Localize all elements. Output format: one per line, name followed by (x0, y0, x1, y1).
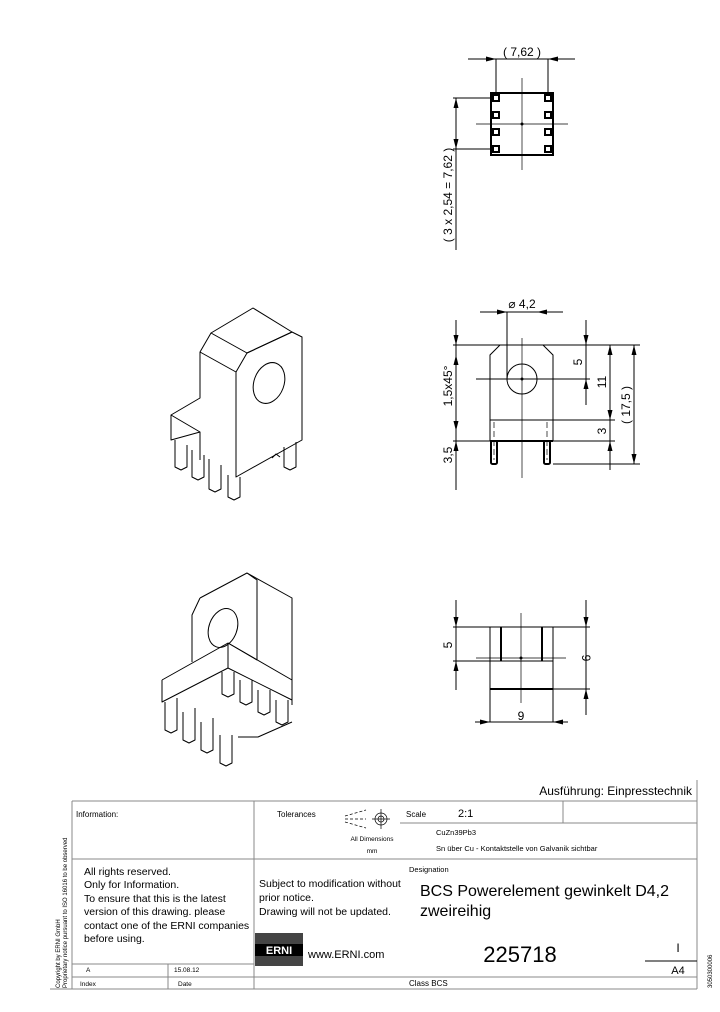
rights-line: Only for Information. (84, 879, 179, 891)
material: CuZn39Pb3 (436, 828, 476, 837)
sheet-format: A4 (671, 965, 684, 977)
modification-line: Subject to modification without (259, 878, 401, 890)
rights-line: version of this drawing. please (84, 906, 225, 918)
dim-lower-height: 3 (595, 427, 609, 434)
unit-label: mm (367, 848, 378, 855)
website: www.ERNI.com (307, 949, 384, 961)
information-label: Information: (76, 810, 118, 819)
part-number: 225718 (483, 942, 556, 967)
index-label: Index (80, 981, 97, 988)
copyright-line: Proprietary notice pursuant to ISO 16016… (63, 838, 69, 988)
designation-line-2: zweireihig (420, 903, 491, 920)
date-value: 15.08.12 (174, 967, 200, 974)
dim-bottom-depth: 5 (441, 641, 455, 648)
class-label: Class BCS (409, 979, 448, 988)
scale-value: 2:1 (458, 808, 473, 820)
isometric-view-front (170, 307, 303, 501)
dim-bottom-length: 9 (518, 709, 525, 723)
date-label: Date (178, 981, 192, 988)
top-view: ( 7,62 ) ( 3 x 2,54 = 7,62 ) (441, 45, 575, 250)
surface-finish: Sn über Cu - Kontaktstelle von Galvanik … (436, 844, 598, 853)
isometric-view-rear (161, 572, 293, 767)
rights-line: contact one of the ERNI companies (84, 920, 249, 932)
designation-line-1: BCS Powerelement gewinkelt D4,2 (420, 883, 669, 900)
front-view: ⌀ 4,2 1,5x45° 3,5 5 11 3 ( 17,5 ) (441, 297, 640, 490)
index-value: A (86, 967, 91, 974)
dim-bottom-width: 9 (579, 655, 593, 662)
rights-notice: All rights reserved. Only for Informatio… (84, 866, 249, 945)
rights-line: All rights reserved. (84, 866, 171, 878)
revision: I (676, 941, 679, 955)
all-dimensions-label: All Dimensions (351, 836, 395, 843)
designation-label: Designation (409, 865, 449, 874)
rights-line: To ensure that this is the latest (84, 893, 226, 905)
tolerances-label: Tolerances (277, 810, 316, 819)
modification-line: prior notice. (259, 892, 314, 904)
dim-chamfer: 1,5x45° (441, 365, 455, 406)
copyright-line: Copyright by ERNI GmbH (56, 919, 62, 988)
rights-line: before using. (84, 933, 145, 945)
title-block: Ausführung: Einpresstechnik Information:… (50, 780, 714, 990)
modification-notice: Subject to modification without prior no… (259, 878, 401, 918)
document-code: 3050300006 (708, 954, 714, 988)
logo-text: ERNI (266, 945, 292, 957)
erni-logo: ERNI (255, 933, 303, 966)
dim-overall-height: ( 17,5 ) (619, 386, 633, 424)
scale-label: Scale (406, 810, 427, 819)
dim-hole-diameter: ⌀ 4,2 (508, 297, 536, 311)
dim-top-pitch: ( 3 x 2,54 = 7,62 ) (441, 148, 455, 242)
projection-symbol-icon (344, 809, 390, 829)
dim-top-width: ( 7,62 ) (503, 45, 541, 59)
dim-pin-length: 3,5 (441, 446, 455, 463)
execution-note: Ausführung: Einpresstechnik (539, 784, 693, 798)
bottom-view: 5 9 9 (441, 600, 593, 725)
modification-line: Drawing will not be updated. (259, 906, 391, 918)
dim-body-height: 11 (595, 375, 609, 388)
dim-hole-height: 5 (571, 358, 585, 365)
